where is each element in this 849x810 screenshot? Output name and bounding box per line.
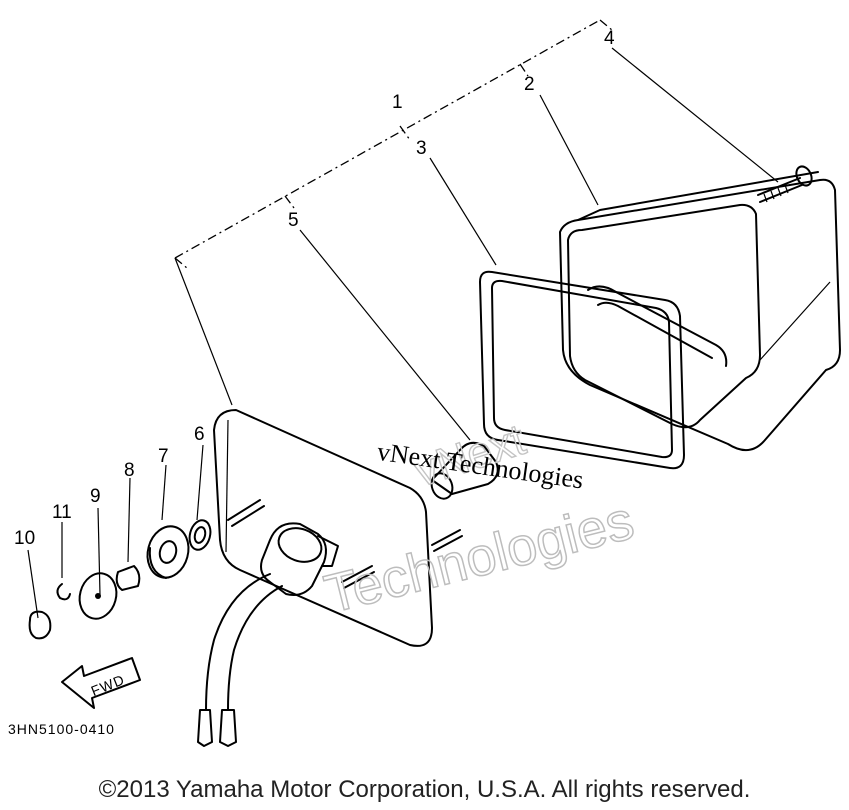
part-label-9: 9 (90, 486, 101, 507)
watermark: vNext Technologies vNext Technologies (318, 414, 640, 625)
part-label-5: 5 (288, 210, 299, 231)
bulb-socket (197, 522, 339, 747)
part-label-8: 8 (124, 460, 135, 481)
part-labels: 1 2 3 4 5 6 7 8 9 10 11 (14, 28, 615, 549)
lamp-lens (213, 409, 463, 647)
forward-direction-arrow: FWD (61, 657, 141, 709)
lamp-bulb (430, 441, 499, 500)
assembly-bracket-lines (174, 19, 613, 406)
part-label-1: 1 (392, 92, 403, 113)
watermark-line2: Technologies (319, 490, 639, 624)
leader-lines (27, 47, 779, 619)
drawing-code: 3HN5100-0410 (8, 721, 115, 737)
part-label-11: 11 (52, 502, 72, 523)
lens-gasket (479, 270, 685, 470)
part-label-2: 2 (524, 74, 535, 95)
part-label-3: 3 (416, 138, 427, 159)
part-label-6: 6 (194, 424, 205, 445)
lamp-housing (559, 171, 841, 451)
part-label-7: 7 (158, 446, 169, 467)
copyright-notice: ©2013 Yamaha Motor Corporation, U.S.A. A… (98, 776, 751, 803)
housing-screw (757, 165, 813, 203)
part-label-4: 4 (604, 28, 615, 49)
fwd-arrow-label: FWD (89, 671, 127, 699)
small-parts (28, 519, 212, 640)
part-label-10: 10 (14, 528, 35, 549)
